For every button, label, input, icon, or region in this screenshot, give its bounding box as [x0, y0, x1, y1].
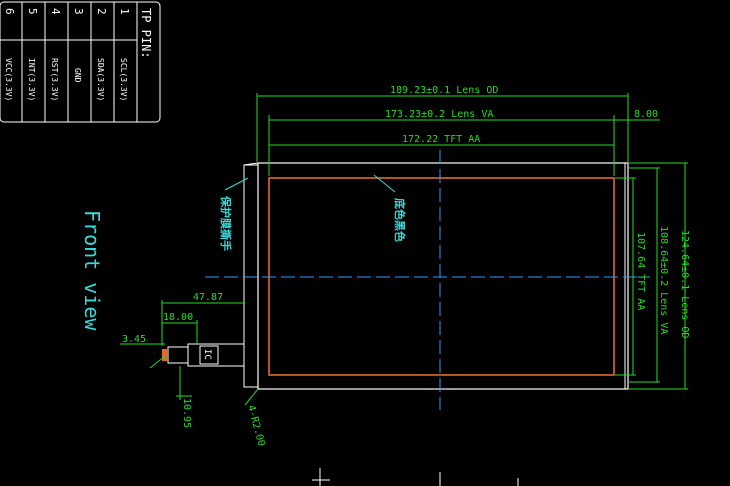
- ic-label: IC: [202, 349, 212, 360]
- pin-table: TP PIN: 1 SCL(3.3V) 2 SDA(3.3V) 3 GND 4 …: [0, 1, 161, 123]
- lens-od-width-label: 189.23±0.1 Lens OD: [390, 85, 498, 96]
- fpc-dimensions: [120, 300, 245, 400]
- lens-edge-left: [243, 164, 259, 388]
- tft-aa-width-label: 172.22 TFT AA: [402, 134, 480, 145]
- pin-number: 6: [3, 8, 16, 15]
- lens-od-height-label: 124.64±0.1 Lens OD: [679, 230, 690, 338]
- center-note: 底色黑色: [393, 198, 407, 242]
- left-note-leader: [224, 177, 249, 191]
- lens-va-width-label: 173.23±0.2 Lens VA: [385, 109, 493, 120]
- right-offset-label: 8.00: [634, 109, 658, 120]
- left-note: 保护膜撕手: [219, 195, 233, 251]
- front-view-label: Front view: [80, 210, 104, 331]
- bottom-marks: [312, 468, 519, 486]
- fpc-contacts: [162, 349, 168, 361]
- corner-radius-label: 4-R2.00: [245, 404, 267, 448]
- fpc-tail: IC: [162, 343, 245, 367]
- pin-number: 2: [95, 8, 108, 15]
- pin-number: 1: [118, 8, 131, 15]
- corner-radius-leader: [244, 388, 259, 406]
- pin-table-border: [0, 1, 161, 123]
- pin-signal: INT(3.3V): [27, 58, 36, 101]
- fpc-length-label: 47.87: [193, 292, 223, 303]
- lens-va-height-label: 108.64±0.2 Lens VA: [658, 226, 669, 334]
- lens-outline: [243, 162, 629, 390]
- pin-number: 4: [49, 8, 62, 15]
- fpc-offset-label: 10.95: [181, 398, 192, 428]
- right-dimensions: [615, 162, 688, 390]
- fpc-pitch-label: 3.45: [122, 334, 146, 345]
- ic-chip: [199, 345, 219, 365]
- pin-signal: VCC(3.3V): [4, 58, 13, 101]
- pin-signal: SCL(3.3V): [119, 58, 128, 101]
- pin-signal: RST(3.3V): [50, 58, 59, 101]
- tft-aa-height-label: 107.64 TFT AA: [635, 232, 646, 310]
- pin-signal: GND: [73, 68, 82, 83]
- fpc-width-label: 18.00: [163, 312, 193, 323]
- center-note-leader: [373, 174, 396, 193]
- pin-table-header: TP PIN:: [139, 8, 153, 59]
- top-dimensions: [256, 93, 660, 176]
- pin-signal: SDA(3.3V): [96, 58, 105, 101]
- pin-number: 3: [72, 8, 85, 15]
- pin-number: 5: [26, 8, 39, 15]
